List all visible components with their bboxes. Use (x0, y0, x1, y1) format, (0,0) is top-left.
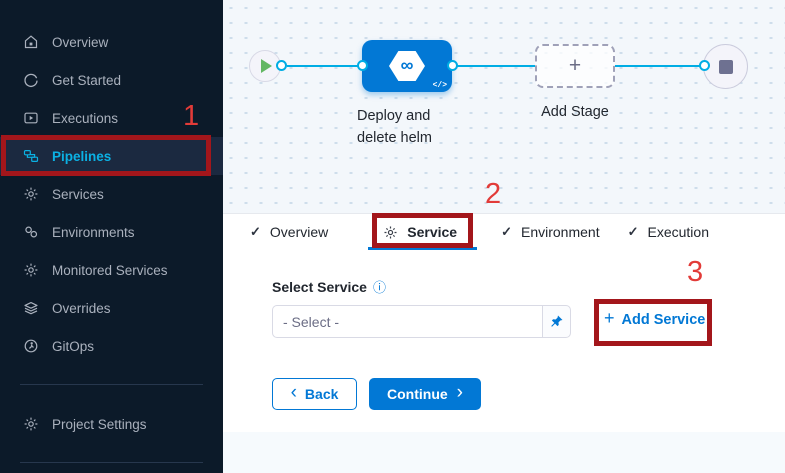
sidebar-item-executions[interactable]: Executions (0, 99, 223, 137)
sidebar-item-label: Overview (52, 34, 109, 50)
pipeline-edge (615, 65, 705, 67)
play-square-icon (22, 110, 39, 127)
edge-connector-dot (276, 60, 287, 71)
environments-icon (22, 224, 39, 241)
add-stage-label: Add Stage (541, 104, 609, 120)
monitored-services-icon (22, 262, 39, 279)
tab-environment[interactable]: ✓ Environment (501, 224, 600, 240)
check-icon: ✓ (250, 224, 261, 239)
sidebar-item-overview[interactable]: Overview (0, 23, 223, 61)
sidebar-item-label: Executions (52, 110, 119, 126)
sidebar-item-label: Services (52, 186, 104, 202)
gitops-icon (22, 338, 39, 355)
sidebar-item-gitops[interactable]: GitOps (0, 327, 223, 365)
add-service-label: Add Service (621, 311, 706, 328)
plus-icon: + (604, 308, 615, 328)
sidebar-item-project-settings[interactable]: Project Settings (0, 405, 223, 443)
back-button-label: Back (304, 386, 339, 402)
sidebar-item-get-started[interactable]: Get Started (0, 61, 223, 99)
edge-connector-dot (357, 60, 368, 71)
add-service-button[interactable]: + Add Service (604, 308, 706, 329)
home-icon (22, 34, 39, 51)
stage-label: Deploy and delete helm (357, 106, 477, 149)
sidebar-item-environments[interactable]: Environments (0, 213, 223, 251)
tab-service[interactable]: Service (383, 224, 457, 240)
play-icon (261, 59, 272, 73)
pipeline-edge (287, 65, 362, 67)
service-form-panel: Select Service ⓘ + Add Service ‹ Back Co… (223, 250, 785, 432)
sidebar-divider (20, 462, 203, 463)
main-content: ∞ </> Deploy and delete helm + Add Stage… (223, 0, 785, 473)
select-service-input-group (272, 305, 571, 338)
refresh-icon (22, 72, 39, 89)
sidebar-nav: Overview Get Started Executions Pipeline… (0, 0, 223, 463)
tab-execution[interactable]: ✓ Execution (628, 224, 709, 240)
select-service-label-text: Select Service (272, 278, 367, 295)
select-service-input[interactable] (272, 305, 542, 338)
cd-infinity-glyph: ∞ (400, 54, 414, 75)
sidebar-item-services[interactable]: Services (0, 175, 223, 213)
sidebar-item-label: Monitored Services (52, 262, 168, 278)
pipeline-canvas: ∞ </> Deploy and delete helm + Add Stage (223, 0, 785, 213)
edge-connector-dot (447, 60, 458, 71)
sidebar-item-label: Get Started (52, 72, 122, 88)
check-icon: ✓ (501, 224, 512, 239)
stage-config-tabbar: ✓ Overview Service ✓ Environment ✓ Execu… (223, 213, 785, 250)
sidebar-item-monitored-services[interactable]: Monitored Services (0, 251, 223, 289)
cd-hexagon-icon: ∞ (389, 50, 425, 82)
gear-icon (22, 186, 39, 203)
sidebar: Overview Get Started Executions Pipeline… (0, 0, 223, 473)
sidebar-item-label: Project Settings (52, 416, 147, 432)
stop-icon (718, 59, 733, 74)
sidebar-item-pipelines[interactable]: Pipelines (0, 137, 223, 175)
tab-label: Execution (647, 224, 709, 240)
tab-label: Overview (269, 224, 329, 240)
sidebar-item-label: GitOps (52, 338, 95, 354)
pipelines-icon (22, 148, 39, 165)
sidebar-item-label: Environments (52, 224, 135, 240)
back-button[interactable]: ‹ Back (272, 378, 357, 410)
code-badge-icon: </> (432, 81, 447, 90)
tab-label: Environment (521, 224, 600, 240)
gear-icon (383, 225, 398, 240)
stage-label-line1: Deploy and (357, 108, 431, 124)
pin-icon (551, 315, 563, 327)
select-service-label: Select Service ⓘ (272, 277, 386, 296)
pipeline-edge (452, 65, 535, 67)
pipeline-start-node (249, 50, 281, 82)
sidebar-item-label: Pipelines (52, 148, 112, 164)
chevron-left-icon: ‹ (290, 382, 297, 403)
stage-node-deploy-and-delete-helm[interactable]: ∞ </> (362, 40, 452, 92)
tab-overview[interactable]: ✓ Overview (250, 224, 328, 240)
edge-connector-dot (699, 60, 710, 71)
continue-button[interactable]: Continue › (369, 378, 481, 410)
continue-button-label: Continue (387, 386, 448, 402)
add-stage-node[interactable]: + (535, 44, 615, 88)
tab-label: Service (407, 224, 458, 240)
sidebar-item-label: Overrides (52, 300, 111, 316)
layers-icon (22, 300, 39, 317)
sidebar-divider (20, 384, 203, 385)
plus-icon: + (568, 54, 582, 77)
settings-gear-icon (22, 416, 39, 433)
chevron-right-icon: › (456, 382, 463, 403)
active-tab-underline (368, 247, 477, 250)
sidebar-item-overrides[interactable]: Overrides (0, 289, 223, 327)
info-icon[interactable]: ⓘ (372, 280, 386, 295)
pin-button[interactable] (542, 305, 571, 338)
check-icon: ✓ (627, 224, 639, 239)
bottom-strip (223, 432, 785, 473)
stage-label-line2: delete helm (357, 129, 432, 146)
